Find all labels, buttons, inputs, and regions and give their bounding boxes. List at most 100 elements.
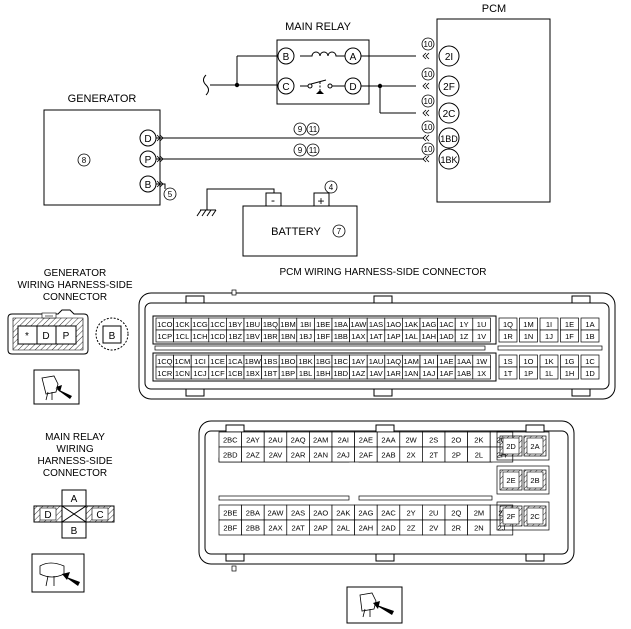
pcm1-pin-1cg: 1CG	[192, 320, 208, 329]
pcm1-pin-1g: 1G	[564, 357, 574, 366]
pcm1-pin-1t-box	[498, 366, 518, 380]
pcm-pin-1bd: 1BD	[440, 134, 458, 144]
pcm2-pin-2a-inner	[526, 437, 544, 455]
pcm1-pin-1ar: 1AR	[386, 369, 401, 378]
main-relay-box	[276, 39, 370, 105]
pcm1-pin-1l: 1L	[545, 369, 553, 378]
callout-11-p: 11	[309, 146, 318, 155]
pcm1-pin-1cf: 1CF	[211, 369, 226, 378]
pcm1-pin-1r: 1R	[503, 332, 513, 341]
generator-box	[43, 109, 161, 206]
pcm1-pin-1av: 1AV	[369, 369, 383, 378]
pcm2-pin-2m: 2M	[474, 509, 484, 518]
pcm1-pin-1cp: 1CP	[158, 332, 173, 341]
callout-8: 8	[82, 156, 87, 165]
callout-10-c: 10	[424, 97, 433, 106]
pcm1-pin-1co: 1CO	[157, 320, 173, 329]
pcm1-pin-1am: 1AM	[403, 357, 418, 366]
pcm1-pin-1n: 1N	[524, 332, 534, 341]
pcm2-pin-2ab: 2AB	[381, 451, 395, 460]
pcm-connector-2: 2BC2AY2AU2AQ2AM2AI2AE2AA2W2S2O2K2G2BD2AZ…	[198, 420, 575, 572]
pcm1-pin-1cd: 1CD	[210, 332, 226, 341]
pcm1-pin-1cj: 1CJ	[193, 369, 207, 378]
pcm2-pin-2t: 2T	[429, 451, 438, 460]
pcm1-pin-1bu: 1BU	[246, 320, 261, 329]
pcm1-pin-1cn: 1CN	[175, 369, 190, 378]
pcm1-pin-1p: 1P	[524, 369, 533, 378]
pcm1-pin-1cl: 1CL	[176, 332, 190, 341]
pcm1-pin-1cc: 1CC	[210, 320, 226, 329]
callout-10-d: 10	[424, 123, 433, 132]
pcm1-pin-1ay: 1AY	[352, 357, 366, 366]
connector-view-icon	[346, 586, 403, 624]
pcm1-pin-1x-box	[472, 366, 491, 380]
pcm2-pin-2al: 2AL	[337, 524, 350, 533]
pcm2-pin-2n: 2N	[474, 524, 484, 533]
pcm1-pin-1w: 1W	[476, 357, 488, 366]
pcm2-pin-2d-inner	[502, 437, 520, 455]
relay-connector: A B D C	[33, 489, 115, 539]
pcm1-pin-1bx: 1BX	[246, 369, 260, 378]
pcm1-pin-1ac: 1AC	[439, 320, 454, 329]
connector-arrows-pcm	[422, 52, 430, 163]
pcm1-pin-1ce: 1CE	[210, 357, 225, 366]
callouts-pcm: 10 10 10 10 10	[421, 37, 435, 156]
pcm1-pin-1e: 1E	[565, 320, 574, 329]
gen-connector-title-2: WIRING HARNESS-SIDE	[17, 280, 132, 291]
gen-connector-title-3: CONNECTOR	[43, 292, 107, 303]
pcm1-pin-1br: 1BR	[263, 332, 278, 341]
pcm2-pin-2f-inner	[502, 507, 520, 525]
pcm1-pin-1ci: 1CI	[194, 357, 206, 366]
pcm2-pin-2c-inner	[526, 507, 544, 525]
pcm1-pin-1ak: 1AK	[404, 320, 418, 329]
relay-terminal-d: D	[349, 82, 356, 93]
connector-view-icon	[31, 553, 85, 593]
relay-conn-title-4: CONNECTOR	[43, 468, 107, 479]
pcm-pin-2c: 2C	[443, 109, 456, 120]
pcm1-pin-1z: 1Z	[460, 332, 469, 341]
pcm1-pin-1ba: 1BA	[334, 320, 348, 329]
pcm1-pin-1l-box	[539, 366, 559, 380]
pcm2-pin-2ae: 2AE	[359, 436, 373, 445]
pcm1-pin-1ch: 1CH	[192, 332, 207, 341]
pcm2-pin-2ad: 2AD	[381, 524, 396, 533]
pcm2-pin-2b: 2B	[530, 476, 539, 485]
pcm1-pin-1bt: 1BT	[264, 369, 278, 378]
pcm1-pin-1q: 1Q	[503, 320, 513, 329]
pcm1-pin-1bv: 1BV	[246, 332, 260, 341]
pcm2-pin-2bc: 2BC	[223, 436, 238, 445]
pcm2-pin-2r: 2R	[452, 524, 462, 533]
generator-terminal-b: B	[145, 180, 152, 191]
pcm1-pin-1y: 1Y	[459, 320, 468, 329]
pcm1-pin-1h-box	[560, 366, 579, 380]
pcm-pin-2i: 2I	[445, 52, 453, 63]
pcm1-pin-1bh: 1BH	[316, 369, 331, 378]
pcm1-pin-1as: 1AS	[369, 320, 383, 329]
callout-7: 7	[337, 227, 342, 236]
pcm1-pin-1x: 1X	[477, 369, 486, 378]
pcm1-pin-1bk: 1BK	[299, 357, 313, 366]
pcm1-pin-1at: 1AT	[369, 332, 383, 341]
pcm-pin-1bk: 1BK	[440, 155, 457, 165]
pcm1-pin-1au: 1AU	[369, 357, 384, 366]
pcm2-pin-pair-frame	[496, 465, 550, 495]
battery-neg-terminal: -	[271, 193, 275, 207]
pcm2-pin-2aq: 2AQ	[291, 436, 306, 445]
pcm1-pin-1d: 1D	[585, 369, 595, 378]
pcm1-pin-1af: 1AF	[440, 369, 454, 378]
pcm1-pin-1bi: 1BI	[300, 320, 311, 329]
pcm1-pin-1bp: 1BP	[281, 369, 295, 378]
pcm2-pin-2ai: 2AI	[338, 436, 349, 445]
pcm2-pin-2ak: 2AK	[336, 509, 350, 518]
pcm1-pin-1ah: 1AH	[422, 332, 437, 341]
pcm2-pin-2e-inner	[502, 471, 520, 489]
pcm1-pin-1bq: 1BQ	[263, 320, 278, 329]
pcm1-pin-1bc: 1BC	[334, 357, 349, 366]
pcm2-pin-2c: 2C	[530, 512, 540, 521]
pcm1-pin-1aj: 1AJ	[422, 369, 435, 378]
pcm-box	[436, 18, 551, 203]
callout-10-b: 10	[424, 70, 433, 79]
pcm1-pin-1r-box	[498, 329, 518, 343]
